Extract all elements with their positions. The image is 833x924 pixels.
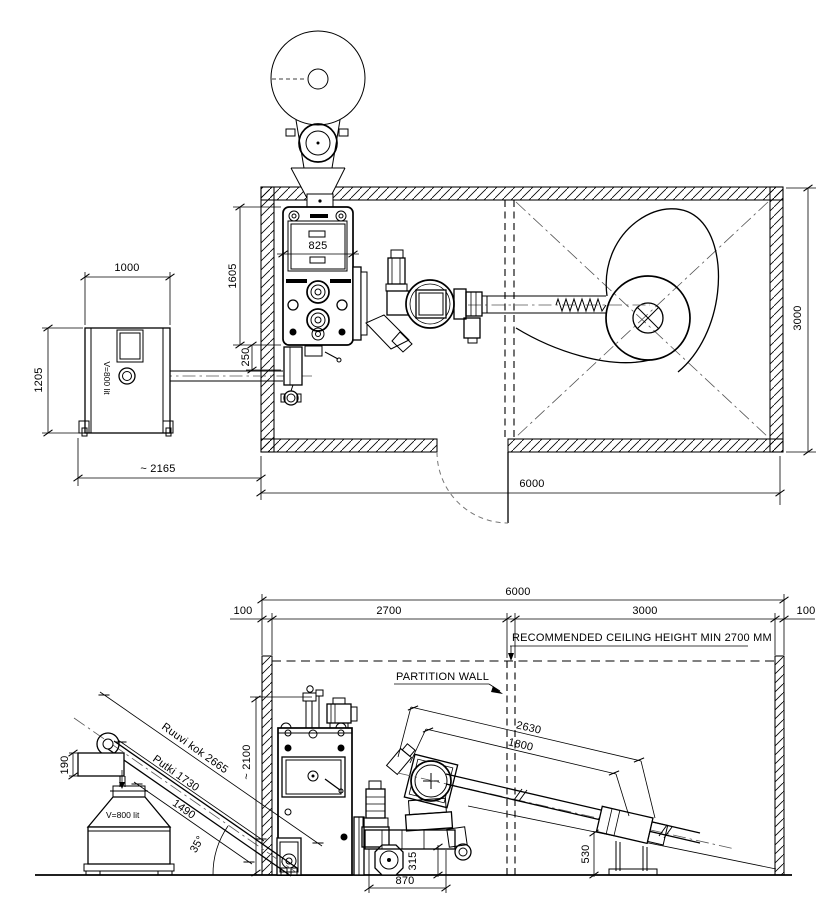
dim-room-width-plan: 3000 (792, 305, 804, 330)
storage-conveyor-elevation: 2630 1800 530 (397, 703, 777, 879)
boiler-plan (282, 206, 354, 363)
dim-screw-tube: Putki 1730 (150, 753, 201, 794)
dim-wall-left: 100 (234, 605, 253, 617)
ceiling-note: RECOMMENDED CEILING HEIGHT MIN 2700 MM (512, 632, 772, 644)
dim-storage-room: 3000 (632, 605, 657, 617)
dim-silo-width: 1000 (114, 262, 139, 274)
door-swing (436, 451, 509, 524)
dim-conveyor-tube: 1800 (507, 736, 534, 753)
storage-agitator-plan (515, 201, 769, 438)
fuel-silo-plan: V=800 lit (78, 327, 312, 437)
boiler-height-dim: ~ 2100 (241, 695, 261, 877)
dim-boiler-rear-gap: 250 (240, 348, 252, 367)
partition-wall-plan (504, 200, 515, 439)
dim-stoker-height: 315 (407, 852, 419, 871)
dim-screw-motor-height: 190 (59, 756, 71, 775)
stoker-dims: 315 870 (364, 843, 451, 893)
dim-conveyor-total: 2630 (515, 719, 542, 736)
dim-boiler-length: 1605 (227, 263, 239, 288)
plan-view: V=800 lit 825 1000 1605 (33, 30, 816, 524)
elevation-notes: RECOMMENDED CEILING HEIGHT MIN 2700 MM P… (394, 632, 772, 694)
elevation-dimensions-top: 6000 100 2700 3000 100 (230, 586, 815, 658)
dim-total-length: 6000 (505, 586, 530, 598)
plan-silo-volume-label: V=800 lit (102, 361, 112, 395)
elevation-walls (261, 655, 785, 876)
dim-boiler-height: ~ 2100 (241, 744, 253, 779)
dim-conveyor-end-height: 530 (580, 845, 592, 864)
stoker-riser-plan (280, 346, 303, 406)
plan-dimensions: 825 1000 1605 250 1205 (33, 184, 816, 505)
dim-boiler-width: 825 (309, 240, 328, 252)
partition-note: PARTITION WALL (396, 671, 489, 683)
dim-silo-depth: 1205 (33, 367, 45, 392)
dim-wall-right: 100 (797, 605, 816, 617)
elev-silo-volume-label: V=800 lit (106, 810, 140, 820)
elevation-view: 6000 100 2700 3000 100 RECOMMENDED CEILI… (35, 586, 815, 893)
transfer-conveyor-plan (468, 295, 650, 314)
dim-silo-offset: ~ 2165 (140, 463, 175, 475)
dim-boiler-room: 2700 (376, 605, 401, 617)
dim-room-length-plan: 6000 (519, 478, 544, 490)
dim-stoker-width: 870 (396, 875, 415, 887)
dim-screw-angle: 35° (188, 834, 207, 855)
boiler-elevation (250, 685, 358, 876)
burner-assembly-plan (352, 249, 488, 353)
chimney-fan (270, 30, 366, 209)
plan-walls (260, 186, 784, 453)
